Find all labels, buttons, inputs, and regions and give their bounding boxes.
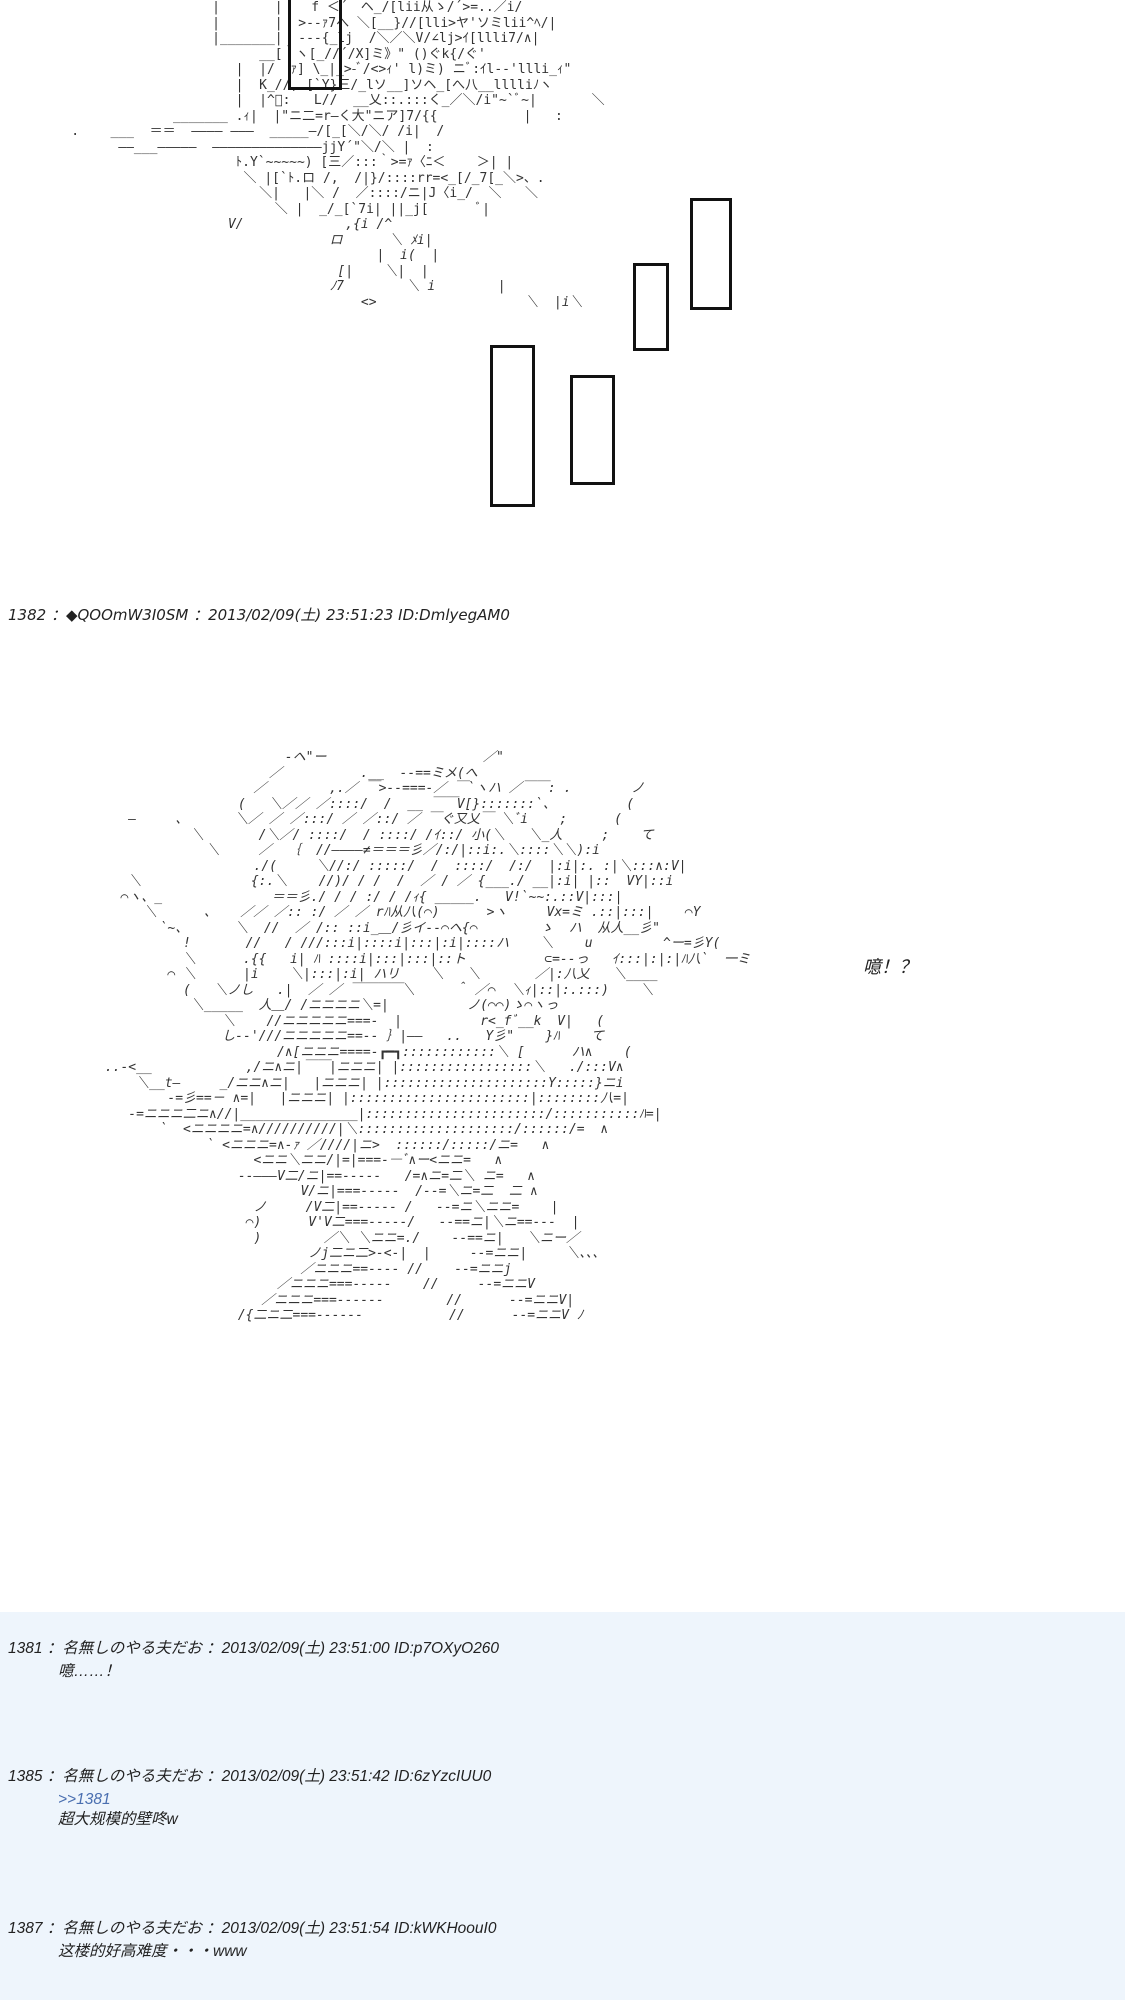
art-block-mid [633,263,669,351]
speech-text: 噫！？ [863,957,917,977]
ascii-art-main: -ヘ"ー ／" ／ .__ --==ミメ(へ ／ ,.／ ￣>--===-／ ￣… [104,750,751,1323]
art-block-left [288,0,342,90]
art-block-right [690,198,732,310]
reply-header: 1381 ：名無しのやる夫だお ：2013/02/09(土) 23:51:00 … [8,1640,500,1657]
reply-1385: 1385 ：名無しのやる夫だお ：2013/02/09(土) 23:51:42 … [8,1764,491,1830]
reply-header: 1387 ：名無しのやる夫だお ：2013/02/09(土) 23:51:54 … [8,1920,497,1937]
reply-header: 1385 ：名無しのやる夫だお ：2013/02/09(土) 23:51:42 … [8,1768,492,1785]
thread-post-area: | | f ＜´ ヘ_/[lii从ゝ/´>=..／i/ | | >--ｧ7へ ＼… [8,0,917,1323]
ascii-art-top: | | f ＜´ ヘ_/[lii从ゝ/´>=..／i/ | | >--ｧ7へ ＼… [71,0,605,310]
art-block-lower-left [490,345,535,507]
reply-body: >>1381 超大规模的壁咚w [58,1790,491,1830]
post-header-1382: 1382 ：◆QOOmW3I0SM ：2013/02/09(土) 23:51:2… [8,606,510,624]
art-block-lower-right [570,375,615,485]
reply-1381: 1381 ：名無しのやる夫だお ：2013/02/09(土) 23:51:00 … [8,1636,499,1682]
reply-body: 噫……！ [58,1662,499,1682]
reply-line: 这楼的好高难度・・・www [58,1943,247,1960]
reply-line: 噫……！ [58,1663,121,1680]
reply-line: 超大规模的壁咚w [58,1811,178,1828]
reply-list: 1381 ：名無しのやる夫だお ：2013/02/09(土) 23:51:00 … [0,1612,1125,2000]
reply-body: 这楼的好高难度・・・www [58,1942,496,1962]
reply-quote-link[interactable]: >>1381 [58,1791,111,1808]
reply-1387: 1387 ：名無しのやる夫だお ：2013/02/09(土) 23:51:54 … [8,1916,496,1962]
